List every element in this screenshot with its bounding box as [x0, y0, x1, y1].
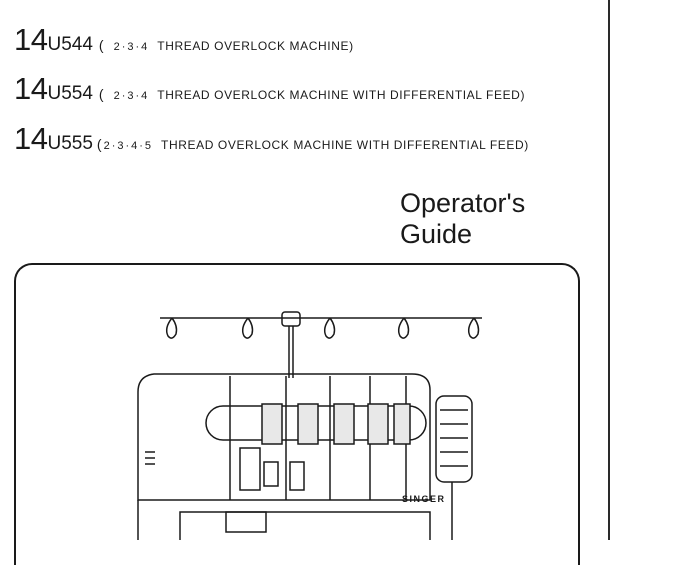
tension-dials [205, 403, 427, 445]
thread-guide-loops [165, 317, 480, 339]
model-number: 14 [14, 22, 48, 57]
model-number: 14 [14, 121, 48, 156]
model-line-u555: 14U555(2·3·4·5 THREAD OVERLOCK MACHINE WI… [14, 121, 528, 157]
page-title: Operator's Guide [400, 188, 525, 250]
thread-count: 2·3·4 [113, 41, 150, 53]
page-edge-rule [608, 0, 610, 540]
overlock-machine-illustration [137, 311, 482, 540]
model-code: U555 [47, 133, 93, 154]
paren-close: ) [524, 138, 529, 152]
paren-open: ( [98, 86, 104, 102]
thread-count: 2·3·4 [113, 90, 150, 102]
thread-count: 2·3·4·5 [103, 140, 154, 152]
machine-bed [179, 511, 431, 540]
model-description: THREAD OVERLOCK MACHINE [157, 39, 350, 53]
machine-upper-body [137, 373, 431, 501]
paren-open: ( [96, 136, 102, 152]
paren-close: ) [520, 88, 525, 102]
brand-label: SINGER [402, 494, 446, 504]
paren-open: ( [98, 37, 104, 53]
title-line-1: Operator's [400, 188, 526, 218]
handwheel [435, 395, 473, 483]
model-line-u544: 14U544 (2·3·4 THREAD OVERLOCK MACHINE) [14, 22, 353, 58]
model-description: THREAD OVERLOCK MACHINE WITH DIFFERENTIA… [157, 88, 521, 102]
presser-foot-area [225, 447, 305, 533]
title-line-2: Guide [400, 219, 473, 249]
thread-stand-knob [281, 311, 301, 327]
paren-close: ) [349, 39, 354, 53]
illustration-frame [14, 263, 580, 565]
model-line-u554: 14U554 (2·3·4 THREAD OVERLOCK MACHINE WITH… [14, 71, 524, 107]
model-number: 14 [14, 71, 48, 106]
model-code: U554 [47, 83, 93, 104]
model-code: U544 [47, 34, 93, 55]
model-description: THREAD OVERLOCK MACHINE WITH DIFFERENTIA… [161, 138, 525, 152]
machine-side [137, 430, 453, 540]
